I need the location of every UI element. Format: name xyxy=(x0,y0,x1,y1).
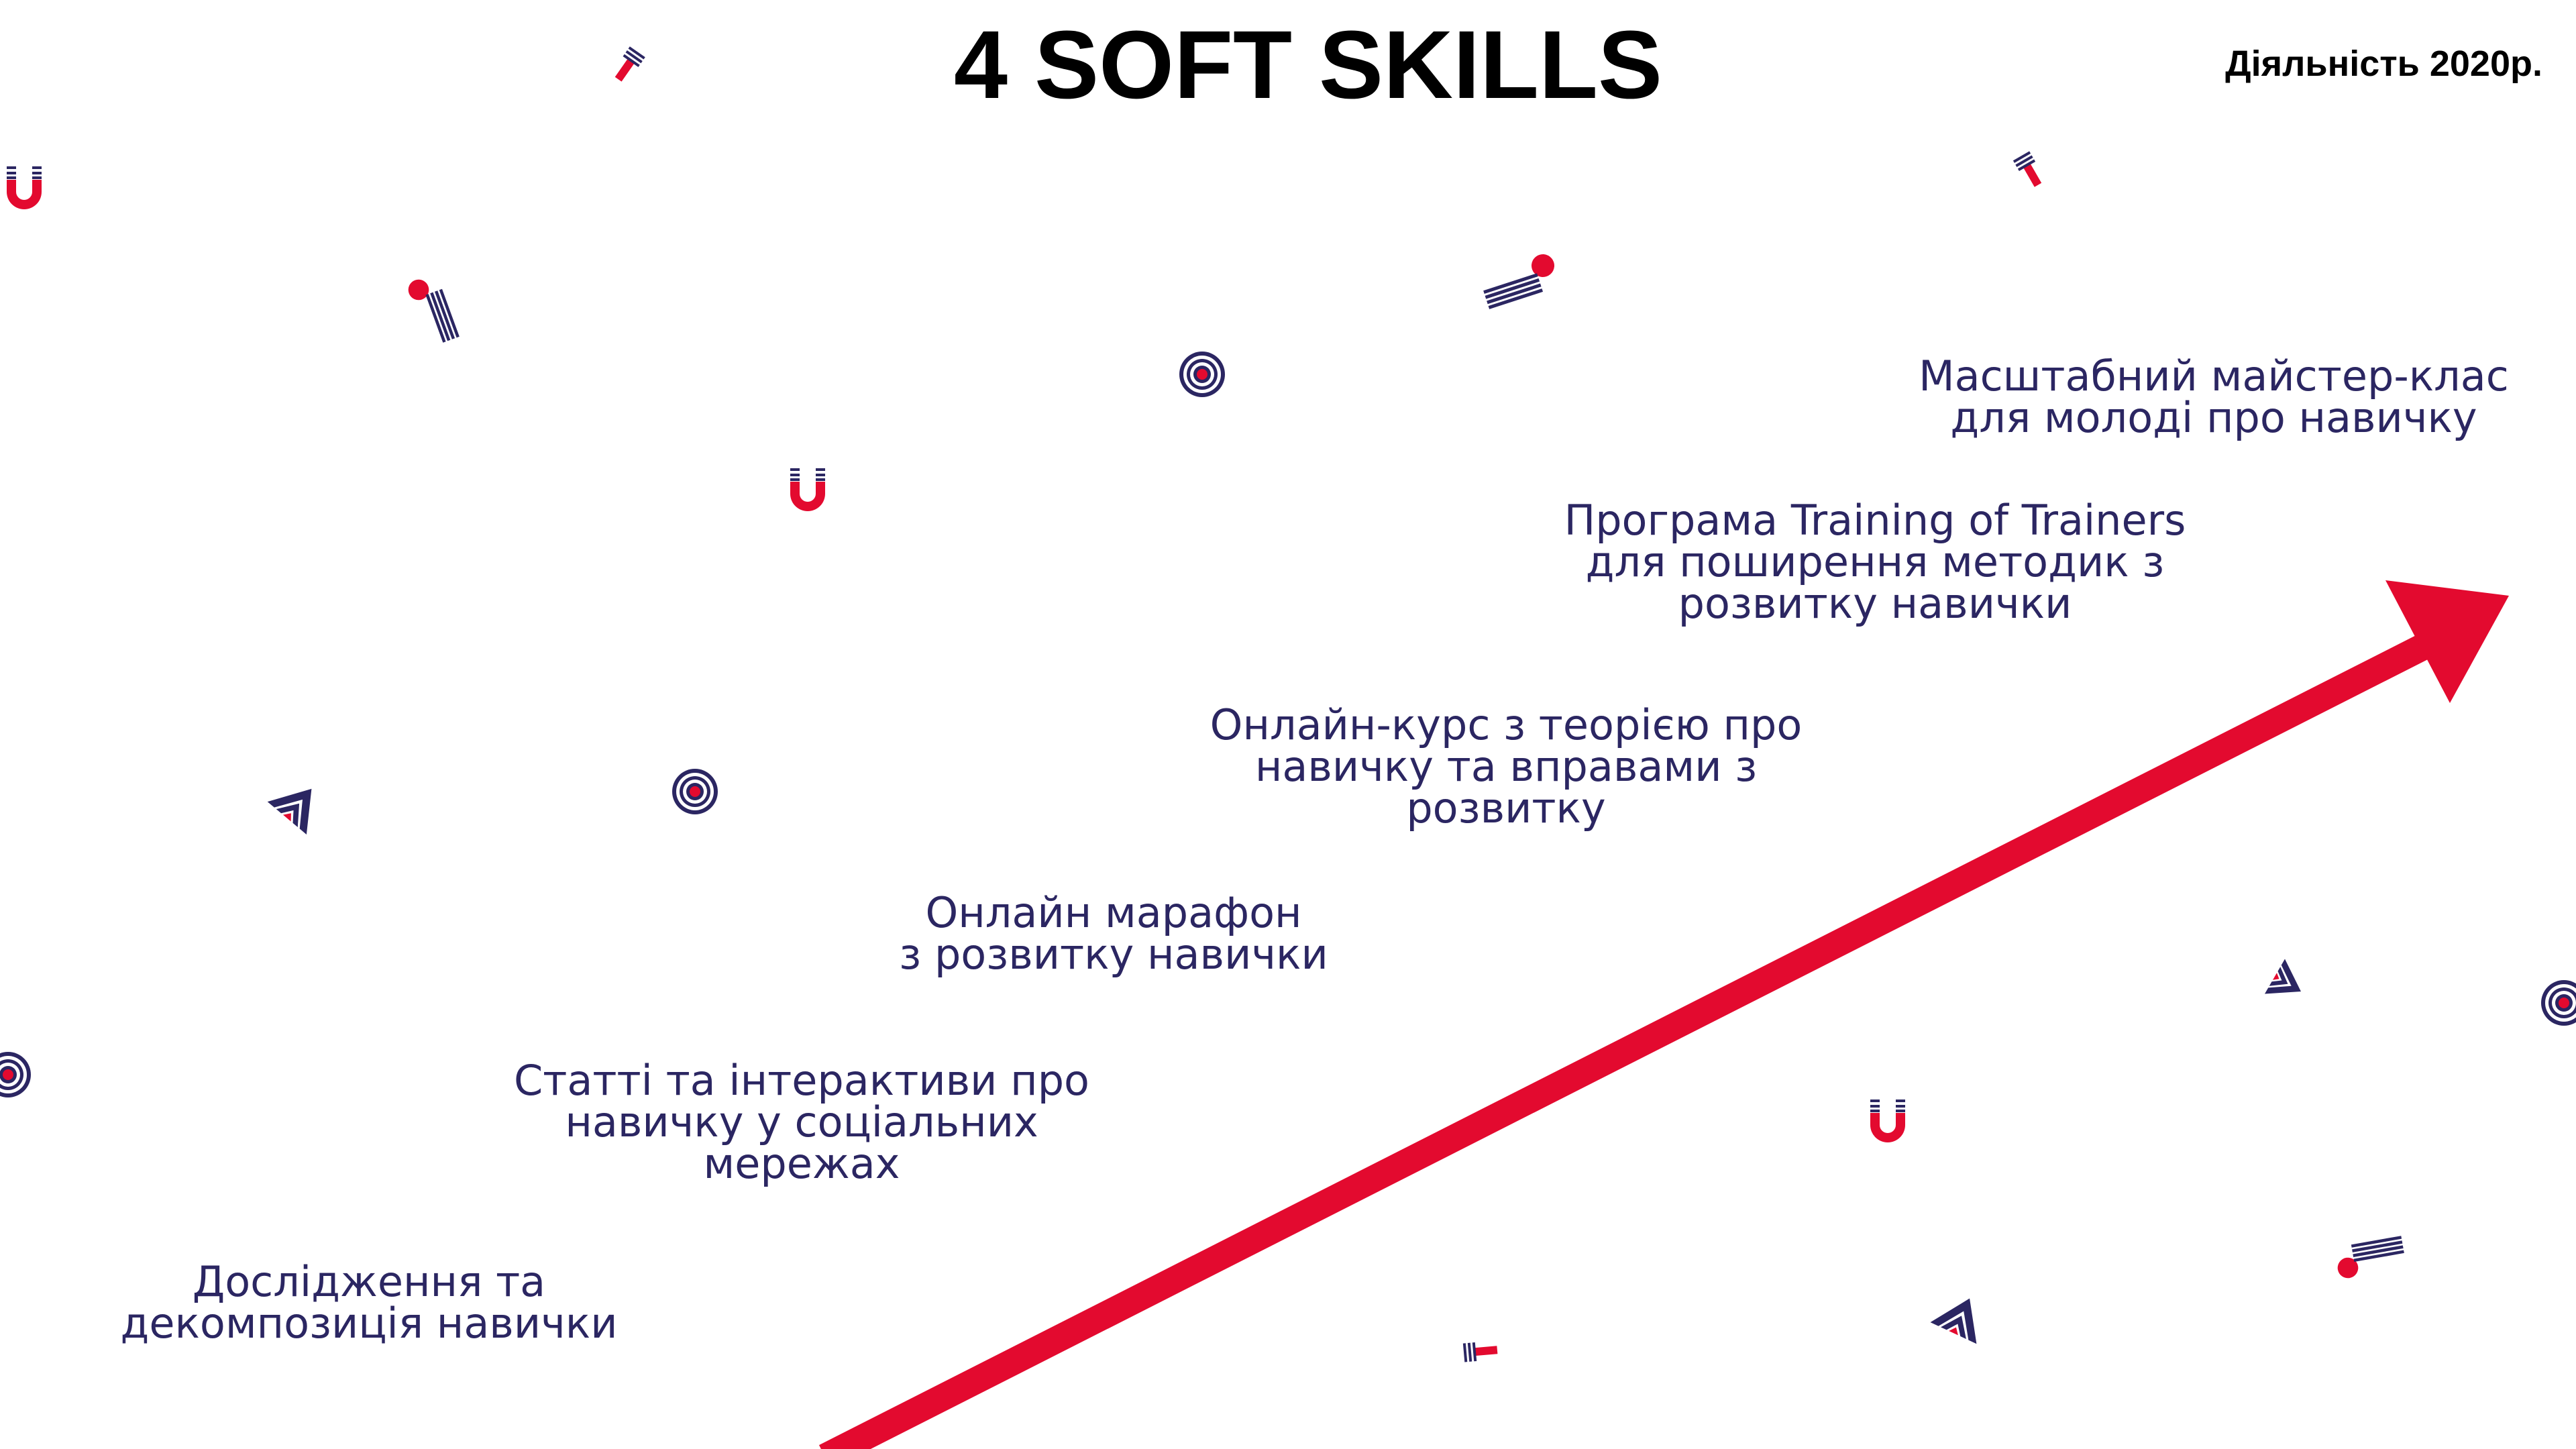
step-line: навичку у соціальних xyxy=(565,1097,1038,1146)
step-5-tot-program: Програма Training of Trainers для пошире… xyxy=(1436,500,2314,625)
step-line: з розвитку навички xyxy=(899,930,1328,979)
step-4-online-course: Онлайн-курс з теорією про навичку та впр… xyxy=(1107,704,1905,829)
chevron-icon xyxy=(2265,959,2311,1009)
step-2-social-media: Статті та інтерактиви про навичку у соці… xyxy=(429,1060,1174,1185)
pin-icon xyxy=(1462,1340,1499,1362)
magnet-icon xyxy=(1870,1099,1905,1142)
step-line: Масштабний майстер-клас xyxy=(1919,352,2509,400)
step-line: Статті та інтерактиви про xyxy=(514,1056,1089,1105)
bar-dot-icon xyxy=(2334,1236,2407,1280)
step-line: розвитку xyxy=(1406,784,1606,833)
step-line: навичку та вправами з xyxy=(1254,742,1758,791)
step-3-marathon: Онлайн марафон з розвитку навички xyxy=(738,892,1489,975)
magnet-icon xyxy=(7,166,42,209)
step-line: для молоді про навичку xyxy=(1950,393,2477,442)
pin-icon xyxy=(610,46,645,85)
target-icon xyxy=(672,769,718,814)
step-line: Програма Training of Trainers xyxy=(1564,496,2186,545)
step-1-research: Дослідження та декомпозиція навички xyxy=(34,1261,704,1344)
target-icon xyxy=(1179,352,1225,397)
bar-dot-icon xyxy=(405,272,460,348)
chevron-icon xyxy=(267,772,331,835)
step-line: мережах xyxy=(703,1139,900,1188)
step-line: Дослідження та xyxy=(192,1257,546,1306)
growth-arrow xyxy=(818,580,2509,1449)
step-line: Онлайн-курс з теорією про xyxy=(1210,700,1803,749)
page-title: 4 SOFT SKILLS xyxy=(953,11,1663,119)
step-6-masterclass: Масштабний майстер-клас для молоді про н… xyxy=(1851,356,2576,439)
step-line: Онлайн марафон xyxy=(925,888,1302,937)
year-label: Діяльність 2020р. xyxy=(2225,44,2542,84)
target-icon xyxy=(2541,980,2576,1026)
chevron-icon xyxy=(1930,1287,1993,1344)
magnet-icon xyxy=(790,468,825,511)
target-icon xyxy=(0,1052,31,1097)
pin-icon xyxy=(2012,151,2047,190)
step-line: декомпозиція навички xyxy=(120,1299,618,1348)
step-line: для поширення методик з xyxy=(1585,537,2165,586)
bar-dot-icon xyxy=(1478,251,1562,309)
step-line: розвитку навички xyxy=(1678,579,2072,628)
